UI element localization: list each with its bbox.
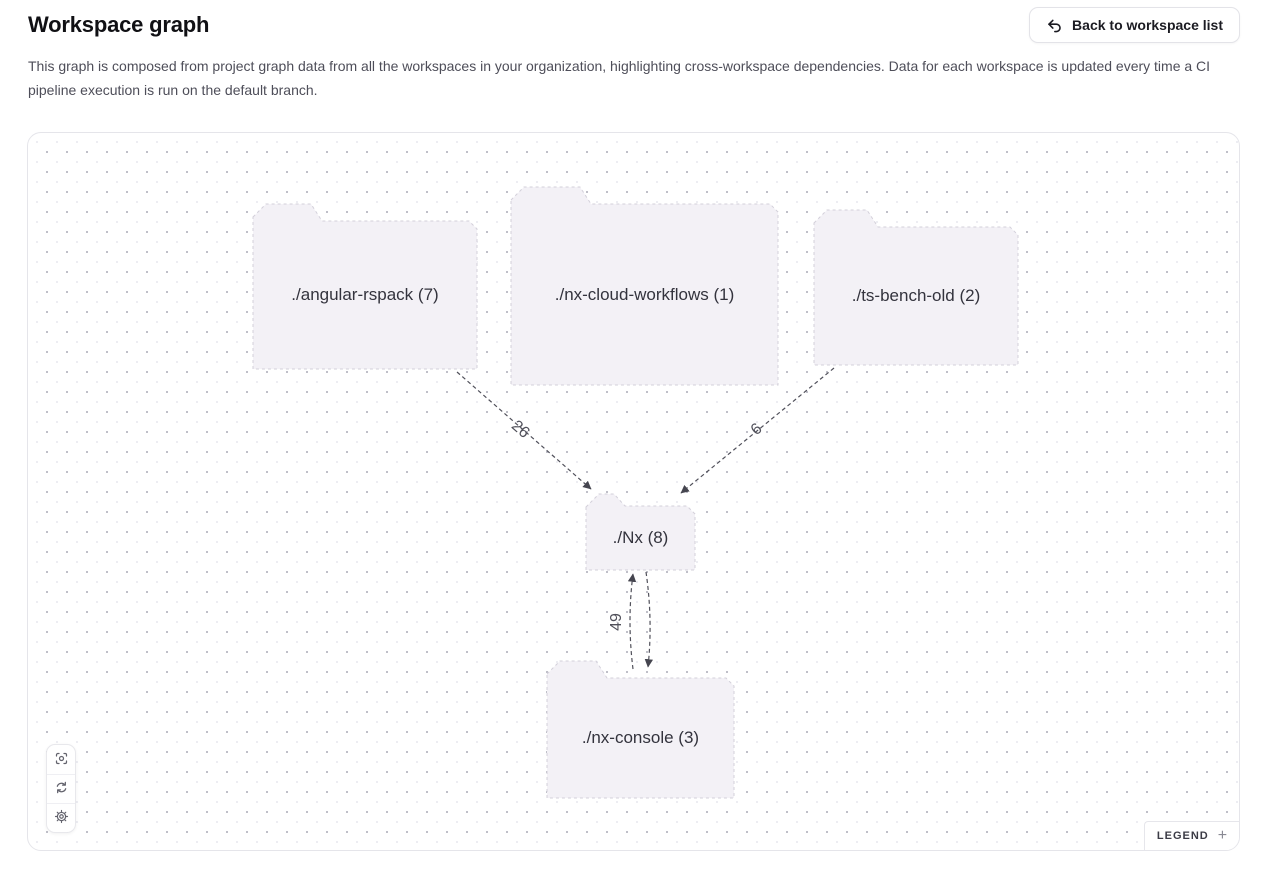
edge-count-angular-rspack-to-nx: 26 bbox=[508, 417, 533, 442]
workspace-node-label: ./nx-console (3) bbox=[581, 728, 700, 747]
workspace-node-ts-bench-old[interactable]: ./ts-bench-old (2) bbox=[813, 209, 1019, 366]
workspace-node-label: ./Nx (8) bbox=[612, 528, 669, 547]
plus-icon: + bbox=[1217, 827, 1228, 844]
workspace-node-label: ./ts-bench-old (2) bbox=[851, 286, 981, 305]
graph-canvas[interactable]: ./angular-rspack (7) ./nx-cloud-workflows… bbox=[27, 132, 1240, 851]
workspace-node-nx-console[interactable]: ./nx-console (3) bbox=[546, 660, 735, 799]
legend-toggle[interactable]: LEGEND + bbox=[1144, 821, 1239, 850]
refresh-button[interactable] bbox=[47, 774, 75, 803]
page-title: Workspace graph bbox=[28, 12, 210, 37]
settings-gear-icon bbox=[54, 809, 69, 827]
workspace-node-nx-cloud-workflows[interactable]: ./nx-cloud-workflows (1) bbox=[510, 186, 779, 386]
edge-nx-to-nx-console bbox=[644, 571, 654, 668]
legend-label: LEGEND bbox=[1156, 830, 1209, 842]
back-button-label: Back to workspace list bbox=[1072, 17, 1223, 33]
folder-shape bbox=[813, 209, 1019, 366]
fit-view-icon bbox=[54, 751, 69, 769]
folder-shape bbox=[510, 186, 779, 386]
workspace-node-label: ./nx-cloud-workflows (1) bbox=[554, 284, 735, 304]
edge-count-ts-bench-old-to-nx: 6 bbox=[747, 420, 766, 439]
page-description: This graph is composed from project grap… bbox=[28, 58, 1211, 98]
edge-nx-console-to-nx bbox=[627, 573, 637, 670]
folder-shape bbox=[252, 203, 478, 370]
arrow-uturn-left-icon bbox=[1046, 17, 1063, 34]
canvas-toolbar bbox=[46, 744, 76, 833]
workspace-node-nx[interactable]: ./Nx (8) bbox=[585, 493, 696, 571]
workspace-node-angular-rspack[interactable]: ./angular-rspack (7) bbox=[252, 203, 478, 370]
folder-shape bbox=[546, 660, 735, 799]
workspace-node-label: ./angular-rspack (7) bbox=[291, 285, 439, 304]
fit-view-button[interactable] bbox=[47, 745, 75, 774]
folder-shape bbox=[585, 493, 696, 571]
settings-button[interactable] bbox=[47, 803, 75, 832]
edge-count-nx-console-to-nx: 49 bbox=[608, 613, 625, 631]
refresh-icon bbox=[54, 780, 69, 798]
back-to-workspace-list-button[interactable]: Back to workspace list bbox=[1029, 7, 1240, 43]
